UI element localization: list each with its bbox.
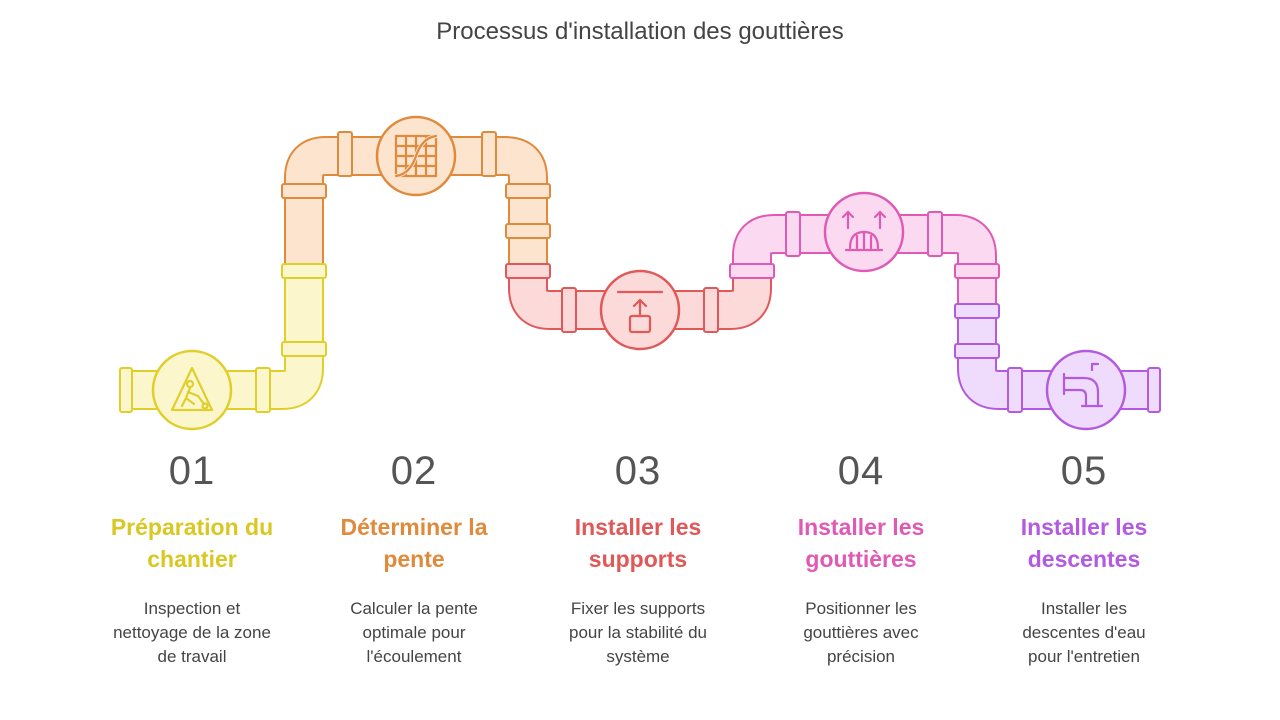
step-3-node (599, 269, 681, 351)
step-heading: Installer les gouttières (756, 511, 966, 575)
bracket-upload-icon (616, 290, 664, 334)
step-description-line: système (606, 647, 670, 666)
step-description-line: pour la stabilité du (569, 623, 707, 642)
step-number: 05 (1060, 449, 1108, 493)
step-2-node (375, 115, 457, 197)
step-heading-line: Déterminer la (340, 514, 488, 540)
step-description: Calculer la pente optimale pour l'écoule… (309, 597, 519, 669)
step-heading: Préparation du chantier (87, 511, 297, 575)
hardhat-arrows-icon (841, 210, 887, 252)
step-heading-line: supports (588, 546, 688, 572)
step-description-line: précision (826, 647, 896, 666)
step-heading: Installer les descentes (979, 511, 1189, 575)
pipe-segment-purple (957, 310, 1158, 410)
step-heading-line: pente (383, 546, 445, 572)
step-heading-line: Installer les (797, 514, 925, 540)
step-heading-line: gouttières (805, 546, 917, 572)
step-description-line: nettoyage de la zone (113, 623, 271, 642)
step-3: 03 Installer les supports Fixer les supp… (533, 445, 743, 669)
step-1-node (151, 349, 233, 431)
step-description-line: Fixer les supports (570, 599, 706, 618)
page-title: Processus d'installation des gouttières (436, 18, 844, 45)
pipe-segment-yellow (125, 270, 324, 410)
step-description: Positionner les gouttières avec précisio… (756, 597, 966, 669)
step-heading-line: Installer les (1020, 514, 1148, 540)
pipeline-diagram (119, 115, 1161, 431)
step-5: 05 Installer les descentes Installer les… (979, 445, 1189, 669)
construction-worker-icon (170, 366, 214, 412)
step-description-line: optimale pour (362, 623, 466, 642)
slope-grid-icon (394, 134, 438, 178)
step-2: 02 Déterminer la pente Calculer la pente… (309, 445, 519, 669)
step-description: Fixer les supports pour la stabilité du … (533, 597, 743, 669)
step-description-line: de travail (157, 647, 227, 666)
step-description: Inspection et nettoyage de la zone de tr… (87, 597, 297, 669)
step-1: 01 Préparation du chantier Inspection et… (87, 445, 297, 669)
step-number: 01 (168, 449, 216, 493)
step-description-line: Installer les (1041, 599, 1127, 618)
step-description-line: Calculer la pente (350, 599, 478, 618)
step-number: 04 (837, 449, 885, 493)
step-5-node (1045, 349, 1127, 431)
step-heading: Déterminer la pente (309, 511, 519, 575)
step-description: Installer les descentes d'eau pour l'ent… (979, 597, 1189, 669)
step-heading-line: chantier (147, 546, 237, 572)
step-heading-line: Installer les (574, 514, 702, 540)
step-4: 04 Installer les gouttières Positionner … (756, 445, 966, 669)
step-number: 02 (390, 449, 438, 493)
step-description-line: Inspection et (143, 599, 241, 618)
step-description-line: l'écoulement (366, 647, 462, 666)
step-4-node (823, 191, 905, 273)
step-description-line: gouttières avec (803, 623, 919, 642)
step-heading-line: descentes (1027, 546, 1141, 572)
step-number: 03 (614, 449, 662, 493)
step-heading-line: Préparation du (110, 514, 274, 540)
step-description-line: descentes d'eau (1022, 623, 1146, 642)
step-heading: Installer les supports (533, 511, 743, 575)
step-description-line: Positionner les (805, 599, 917, 618)
pipe-flanges (119, 131, 1161, 413)
downspout-pipe-icon (1062, 362, 1104, 408)
step-description-line: pour l'entretien (1028, 647, 1140, 666)
